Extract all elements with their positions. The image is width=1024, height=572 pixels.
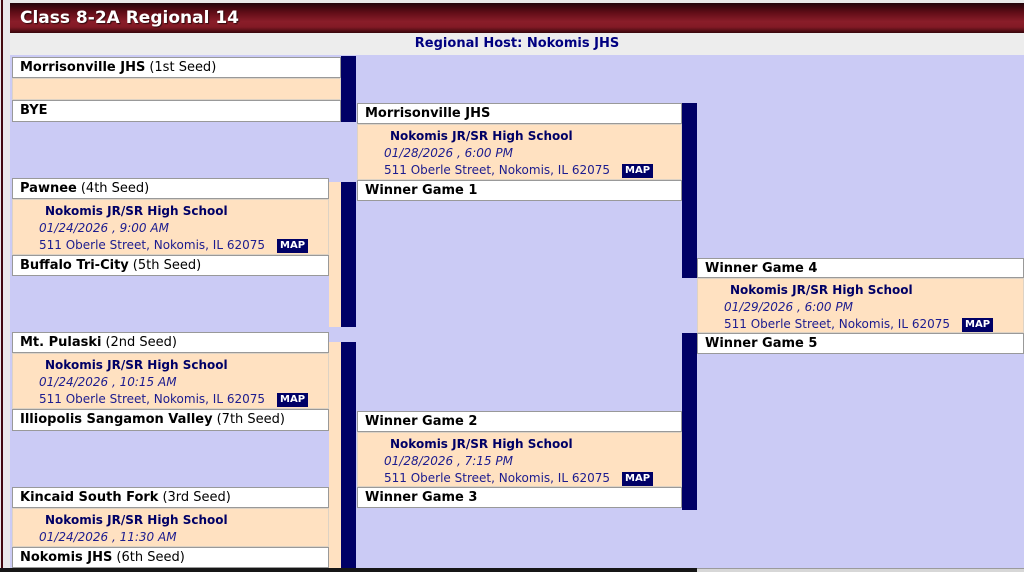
team-slot-nokomis-jhs: Nokomis JHS(6th Seed) bbox=[12, 547, 329, 568]
team-name: Buffalo Tri-City bbox=[20, 258, 129, 273]
game-datetime: 01/28/2026 , 7:15 PM bbox=[384, 454, 513, 468]
game-datetime: 01/24/2026 , 9:00 AM bbox=[39, 221, 169, 235]
team-seed: (1st Seed) bbox=[149, 60, 217, 75]
team-slot-morrisonville: Morrisonville JHS(1st Seed) bbox=[12, 57, 341, 78]
game-venue: Nokomis JR/SR High School bbox=[45, 204, 228, 218]
team-seed: (3rd Seed) bbox=[162, 490, 231, 505]
spacer-strip bbox=[329, 342, 341, 568]
bracket-area: Morrisonville JHS(1st Seed) BYE Pawnee(4… bbox=[10, 55, 1024, 568]
game-address-line: 511 Oberle Street, Nokomis, IL 62075 MAP bbox=[39, 237, 328, 254]
host-banner: Regional Host: Nokomis JHS bbox=[10, 33, 1024, 55]
winner-label: Winner Game 5 bbox=[705, 336, 818, 351]
team-slot-buffalo-tri-city: Buffalo Tri-City(5th Seed) bbox=[12, 255, 329, 276]
game-datetime: 01/24/2026 , 10:15 AM bbox=[39, 375, 177, 389]
team-slot-bye: BYE bbox=[12, 100, 341, 122]
map-button[interactable]: MAP bbox=[277, 393, 309, 407]
game-box-final: Nokomis JR/SR High School 01/29/2026 , 6… bbox=[697, 278, 1024, 333]
connector-bar bbox=[341, 342, 356, 568]
game-address: 511 Oberle Street, Nokomis, IL 62075 bbox=[39, 238, 266, 252]
winner-label: Winner Game 2 bbox=[365, 414, 478, 429]
game-address: 511 Oberle Street, Nokomis, IL 62075 bbox=[724, 317, 951, 331]
game-datetime: 01/24/2026 , 11:30 AM bbox=[39, 530, 177, 544]
spacer-strip bbox=[329, 182, 341, 327]
winner-slot-game-3: Winner Game 3 bbox=[357, 487, 682, 508]
map-button[interactable]: MAP bbox=[962, 318, 994, 332]
map-button[interactable]: MAP bbox=[622, 164, 654, 178]
game-address: 511 Oberle Street, Nokomis, IL 62075 bbox=[39, 392, 266, 406]
game-address: 511 Oberle Street, Nokomis, IL 62075 bbox=[384, 163, 611, 177]
team-slot-illiopolis-sangamon-valley: Illiopolis Sangamon Valley(7th Seed) bbox=[12, 409, 329, 431]
team-slot-r2-morrisonville: Morrisonville JHS bbox=[357, 103, 682, 124]
connector-bar bbox=[341, 182, 356, 327]
team-slot-mt-pulaski: Mt. Pulaski(2nd Seed) bbox=[12, 332, 329, 353]
team-name: Morrisonville JHS bbox=[20, 60, 146, 75]
game-box-2: Nokomis JR/SR High School 01/24/2026 , 1… bbox=[12, 353, 329, 409]
game-venue: Nokomis JR/SR High School bbox=[45, 513, 228, 527]
team-seed: (5th Seed) bbox=[132, 258, 202, 273]
winner-label: Winner Game 3 bbox=[365, 490, 478, 505]
game-address-line: 511 Oberle Street, Nokomis, IL 62075 MAP bbox=[39, 391, 328, 408]
connector-bar bbox=[682, 333, 697, 510]
page-bottom-edge bbox=[0, 568, 697, 572]
game-venue: Nokomis JR/SR High School bbox=[390, 129, 573, 143]
team-name: Pawnee bbox=[20, 181, 77, 196]
game-box-bye bbox=[12, 78, 341, 100]
team-slot-kincaid-south-fork: Kincaid South Fork(3rd Seed) bbox=[12, 487, 329, 508]
winner-slot-game-1: Winner Game 1 bbox=[357, 180, 682, 201]
team-slot-pawnee: Pawnee(4th Seed) bbox=[12, 178, 329, 199]
winner-slot-game-4: Winner Game 4 bbox=[697, 258, 1024, 278]
team-seed: (6th Seed) bbox=[116, 550, 185, 565]
team-name: Kincaid South Fork bbox=[20, 490, 159, 505]
page-left-border bbox=[1, 0, 3, 572]
team-name: Nokomis JHS bbox=[20, 550, 113, 565]
team-name: BYE bbox=[20, 103, 48, 118]
winner-label: Winner Game 4 bbox=[705, 261, 818, 276]
game-venue: Nokomis JR/SR High School bbox=[45, 358, 228, 372]
game-datetime: 01/29/2026 , 6:00 PM bbox=[724, 300, 853, 314]
game-venue: Nokomis JR/SR High School bbox=[390, 437, 573, 451]
team-seed: (7th Seed) bbox=[216, 412, 285, 427]
winner-label: Winner Game 1 bbox=[365, 183, 478, 198]
game-address-line: 511 Oberle Street, Nokomis, IL 62075 MAP bbox=[384, 470, 681, 486]
game-venue: Nokomis JR/SR High School bbox=[730, 283, 913, 297]
map-button[interactable]: MAP bbox=[622, 472, 654, 486]
game-address: 511 Oberle Street, Nokomis, IL 62075 bbox=[384, 471, 611, 485]
team-seed: (4th Seed) bbox=[80, 181, 150, 196]
game-address-line: 511 Oberle Street, Nokomis, IL 62075 MAP bbox=[724, 316, 1023, 332]
game-box-4: Nokomis JR/SR High School 01/28/2026 , 6… bbox=[357, 124, 682, 180]
winner-slot-game-2: Winner Game 2 bbox=[357, 411, 682, 432]
connector-bar bbox=[341, 56, 356, 122]
team-name: Illiopolis Sangamon Valley bbox=[20, 412, 213, 427]
game-address-line: 511 Oberle Street, Nokomis, IL 62075 MAP bbox=[384, 162, 681, 179]
page-bottom-edge-right bbox=[697, 568, 1024, 572]
game-box-1: Nokomis JR/SR High School 01/24/2026 , 9… bbox=[12, 199, 329, 255]
game-datetime: 01/28/2026 , 6:00 PM bbox=[384, 146, 513, 160]
game-box-3: Nokomis JR/SR High School 01/24/2026 , 1… bbox=[12, 508, 329, 547]
team-seed: (2nd Seed) bbox=[105, 335, 178, 350]
team-name: Morrisonville JHS bbox=[365, 106, 491, 121]
game-box-5: Nokomis JR/SR High School 01/28/2026 , 7… bbox=[357, 432, 682, 487]
winner-slot-game-5: Winner Game 5 bbox=[697, 333, 1024, 354]
connector-bar bbox=[682, 103, 697, 278]
page-title: Class 8-2A Regional 14 bbox=[10, 3, 1024, 33]
team-name: Mt. Pulaski bbox=[20, 335, 102, 350]
map-button[interactable]: MAP bbox=[277, 239, 309, 253]
